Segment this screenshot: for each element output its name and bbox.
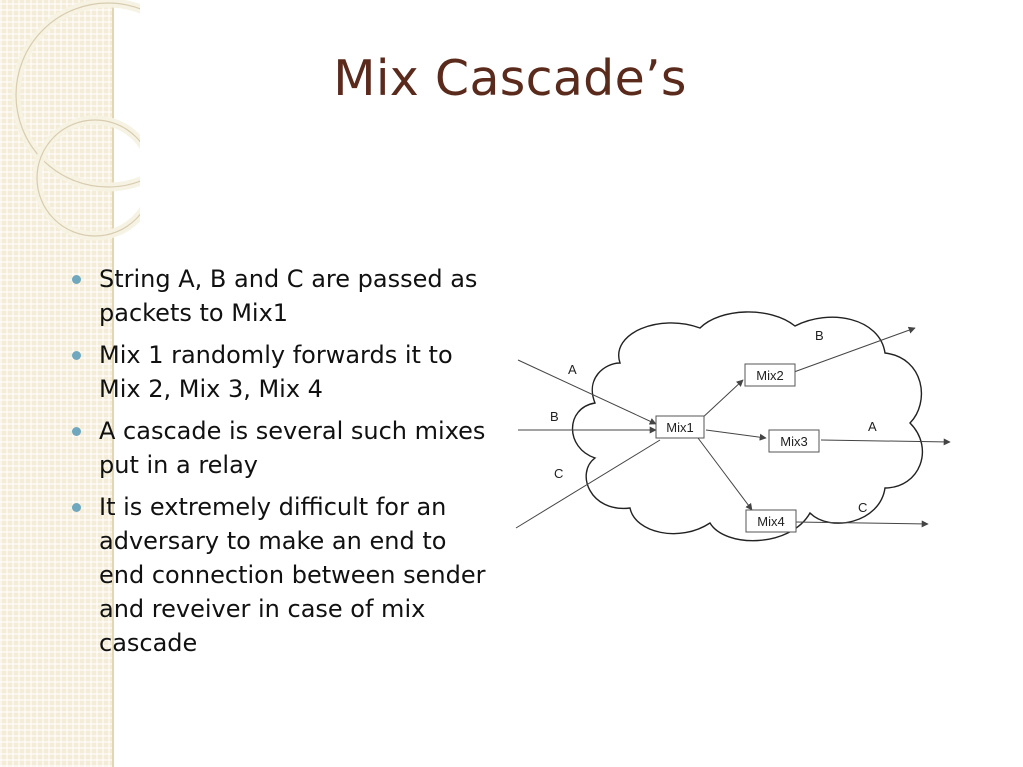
arrow-mix1-mix4 [697,437,753,511]
cloud-shape [571,311,924,542]
arrow-mix1-mix2 [699,379,744,421]
input-label-b: B [550,409,559,424]
bullet-text: It is extremely difficult for an adversa… [99,493,486,657]
sidebar-divider [112,0,114,767]
mix-cascade-diagram: Mix1 Mix2 Mix3 Mix4 A B C B A C [515,311,951,542]
bullet-marker [72,503,81,512]
output-label-b: B [815,328,824,343]
output-arrow-b [793,326,916,373]
decorative-rings [11,0,140,241]
bullet-item: A cascade is several such mixes put in a… [72,414,490,482]
node-mix3-label: Mix3 [780,434,807,449]
output-arrow-c [794,520,929,528]
input-label-a: A [568,362,577,377]
node-mix2-label: Mix2 [756,368,783,383]
bullet-item: String A, B and C are passed as packets … [72,262,490,330]
input-arrow-c [515,439,661,529]
node-mix2: Mix2 [744,363,796,387]
node-mix1: Mix1 [655,415,705,439]
bullet-text: String A, B and C are passed as packets … [99,265,478,327]
node-mix3: Mix3 [768,429,820,453]
slide-title: Mix Cascade’s [333,50,687,107]
bullet-item: It is extremely difficult for an adversa… [72,490,490,660]
bullet-text: A cascade is several such mixes put in a… [99,417,486,479]
bullet-marker [72,427,81,436]
node-mix4: Mix4 [745,509,797,533]
bullet-item: Mix 1 randomly forwards it to Mix 2, Mix… [72,338,490,406]
bullet-text: Mix 1 randomly forwards it to Mix 2, Mix… [99,341,453,403]
bullet-marker [72,351,81,360]
output-label-a: A [868,419,877,434]
node-mix1-label: Mix1 [666,420,693,435]
input-arrow-a [517,359,657,425]
bullet-marker [72,275,81,284]
output-arrow-a [820,438,951,446]
input-label-c: C [554,466,563,481]
node-mix4-label: Mix4 [757,514,784,529]
bullet-list: String A, B and C are passed as packets … [72,262,490,668]
arrow-mix1-mix3 [705,429,767,441]
output-label-c: C [858,500,867,515]
